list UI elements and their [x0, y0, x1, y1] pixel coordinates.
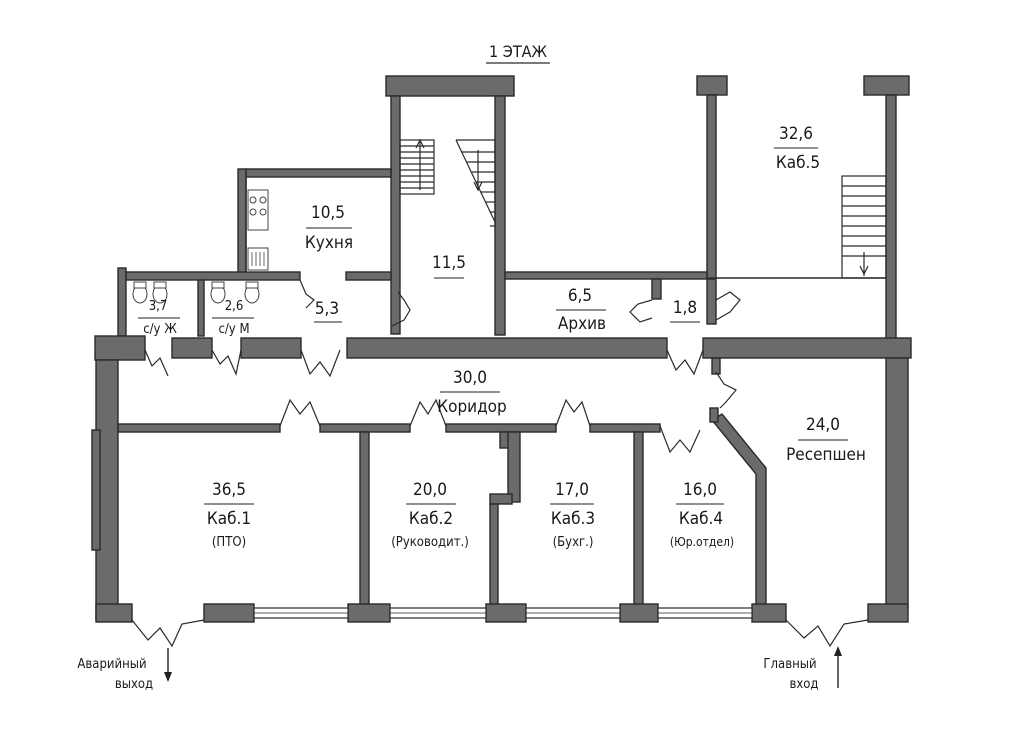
emergency-exit-label-2: выход	[115, 677, 153, 692]
door-reception	[715, 371, 737, 409]
room-kab1: 36,5 Каб.1 (ПТО)	[204, 480, 254, 550]
room-area: 6,5	[568, 286, 592, 306]
room-kab2: 20,0 Каб.2 (Руководит.)	[391, 480, 469, 550]
stairs-left	[399, 138, 496, 227]
emergency-exit-label-1: Аварийный	[77, 657, 146, 672]
room-area: 36,5	[212, 480, 246, 500]
room-corridor: 30,0 Коридор	[437, 368, 507, 417]
room-kitchen: 10,5 Кухня	[305, 203, 353, 253]
room-area: 1,8	[673, 298, 697, 318]
door-wc-f	[144, 349, 169, 377]
room-name: Архив	[558, 314, 606, 334]
room-area: 11,5	[432, 253, 466, 273]
room-name: Ресепшен	[786, 445, 866, 465]
toilet-fixtures	[132, 281, 260, 304]
room-name: с/у М	[218, 322, 249, 337]
room-name: Каб.4	[679, 509, 723, 529]
door-emergency	[131, 619, 205, 648]
room-area: 5,3	[315, 299, 339, 319]
windows	[253, 607, 753, 619]
door-kab4	[659, 425, 701, 454]
room-name: Каб.1	[207, 509, 251, 529]
door-stair	[391, 291, 411, 327]
room-area: 16,0	[683, 480, 717, 500]
emergency-exit: Аварийный выход	[77, 648, 172, 692]
door-small-2	[715, 291, 741, 321]
room-kab5: 32,6 Каб.5	[774, 124, 820, 173]
kitchen-fixtures	[247, 189, 269, 271]
room-stair-hall: 11,5	[432, 253, 466, 279]
room-name: Коридор	[437, 397, 507, 417]
room-area: 2,6	[225, 299, 244, 314]
room-archive: 6,5 Архив	[556, 286, 606, 334]
door-corridor-2	[409, 398, 447, 427]
door-main	[785, 619, 869, 648]
door-small	[666, 349, 704, 376]
room-area: 32,6	[779, 124, 813, 144]
room-name: Каб.5	[776, 153, 820, 173]
floor-title: 1 ЭТАЖ	[489, 42, 547, 61]
room-name: Каб.3	[551, 509, 595, 529]
arrow-down-head	[164, 672, 172, 682]
room-sub: (ПТО)	[212, 535, 246, 550]
room-sub: (Бухг.)	[553, 535, 594, 550]
door-wc-inner	[299, 279, 315, 309]
room-small: 1,8	[670, 298, 700, 323]
room-sub: (Руководит.)	[391, 535, 469, 550]
walls	[91, 75, 912, 623]
room-wc-male: 2,6 с/у М	[212, 299, 254, 337]
room-area: 10,5	[311, 203, 345, 223]
room-hall: 5,3	[314, 299, 342, 323]
door-corridor-3	[555, 398, 591, 427]
main-entrance-label-2: вход	[789, 677, 818, 692]
room-area: 24,0	[806, 415, 840, 435]
room-area: 17,0	[555, 480, 589, 500]
room-name: Каб.2	[409, 509, 453, 529]
stairs-right	[841, 175, 887, 279]
door-wc-m	[211, 349, 242, 376]
room-area: 3,7	[149, 299, 168, 314]
room-area: 20,0	[413, 480, 447, 500]
room-kab4: 16,0 Каб.4 (Юр.отдел)	[670, 480, 734, 549]
room-area: 30,0	[453, 368, 487, 388]
doors	[131, 279, 869, 648]
arrow-up-head	[834, 646, 842, 656]
room-name: Кухня	[305, 233, 353, 253]
room-kab3: 17,0 Каб.3 (Бухг.)	[550, 480, 595, 550]
room-name: с/у Ж	[143, 322, 177, 337]
room-sub: (Юр.отдел)	[670, 535, 734, 549]
door-corridor-1	[279, 398, 321, 427]
room-wc-female: 3,7 с/у Ж	[138, 299, 180, 337]
room-reception: 24,0 Ресепшен	[786, 415, 866, 465]
main-entrance: Главный вход	[763, 646, 842, 692]
door-hall	[300, 349, 341, 378]
main-entrance-label-1: Главный	[763, 657, 816, 672]
door-archive	[629, 299, 653, 323]
